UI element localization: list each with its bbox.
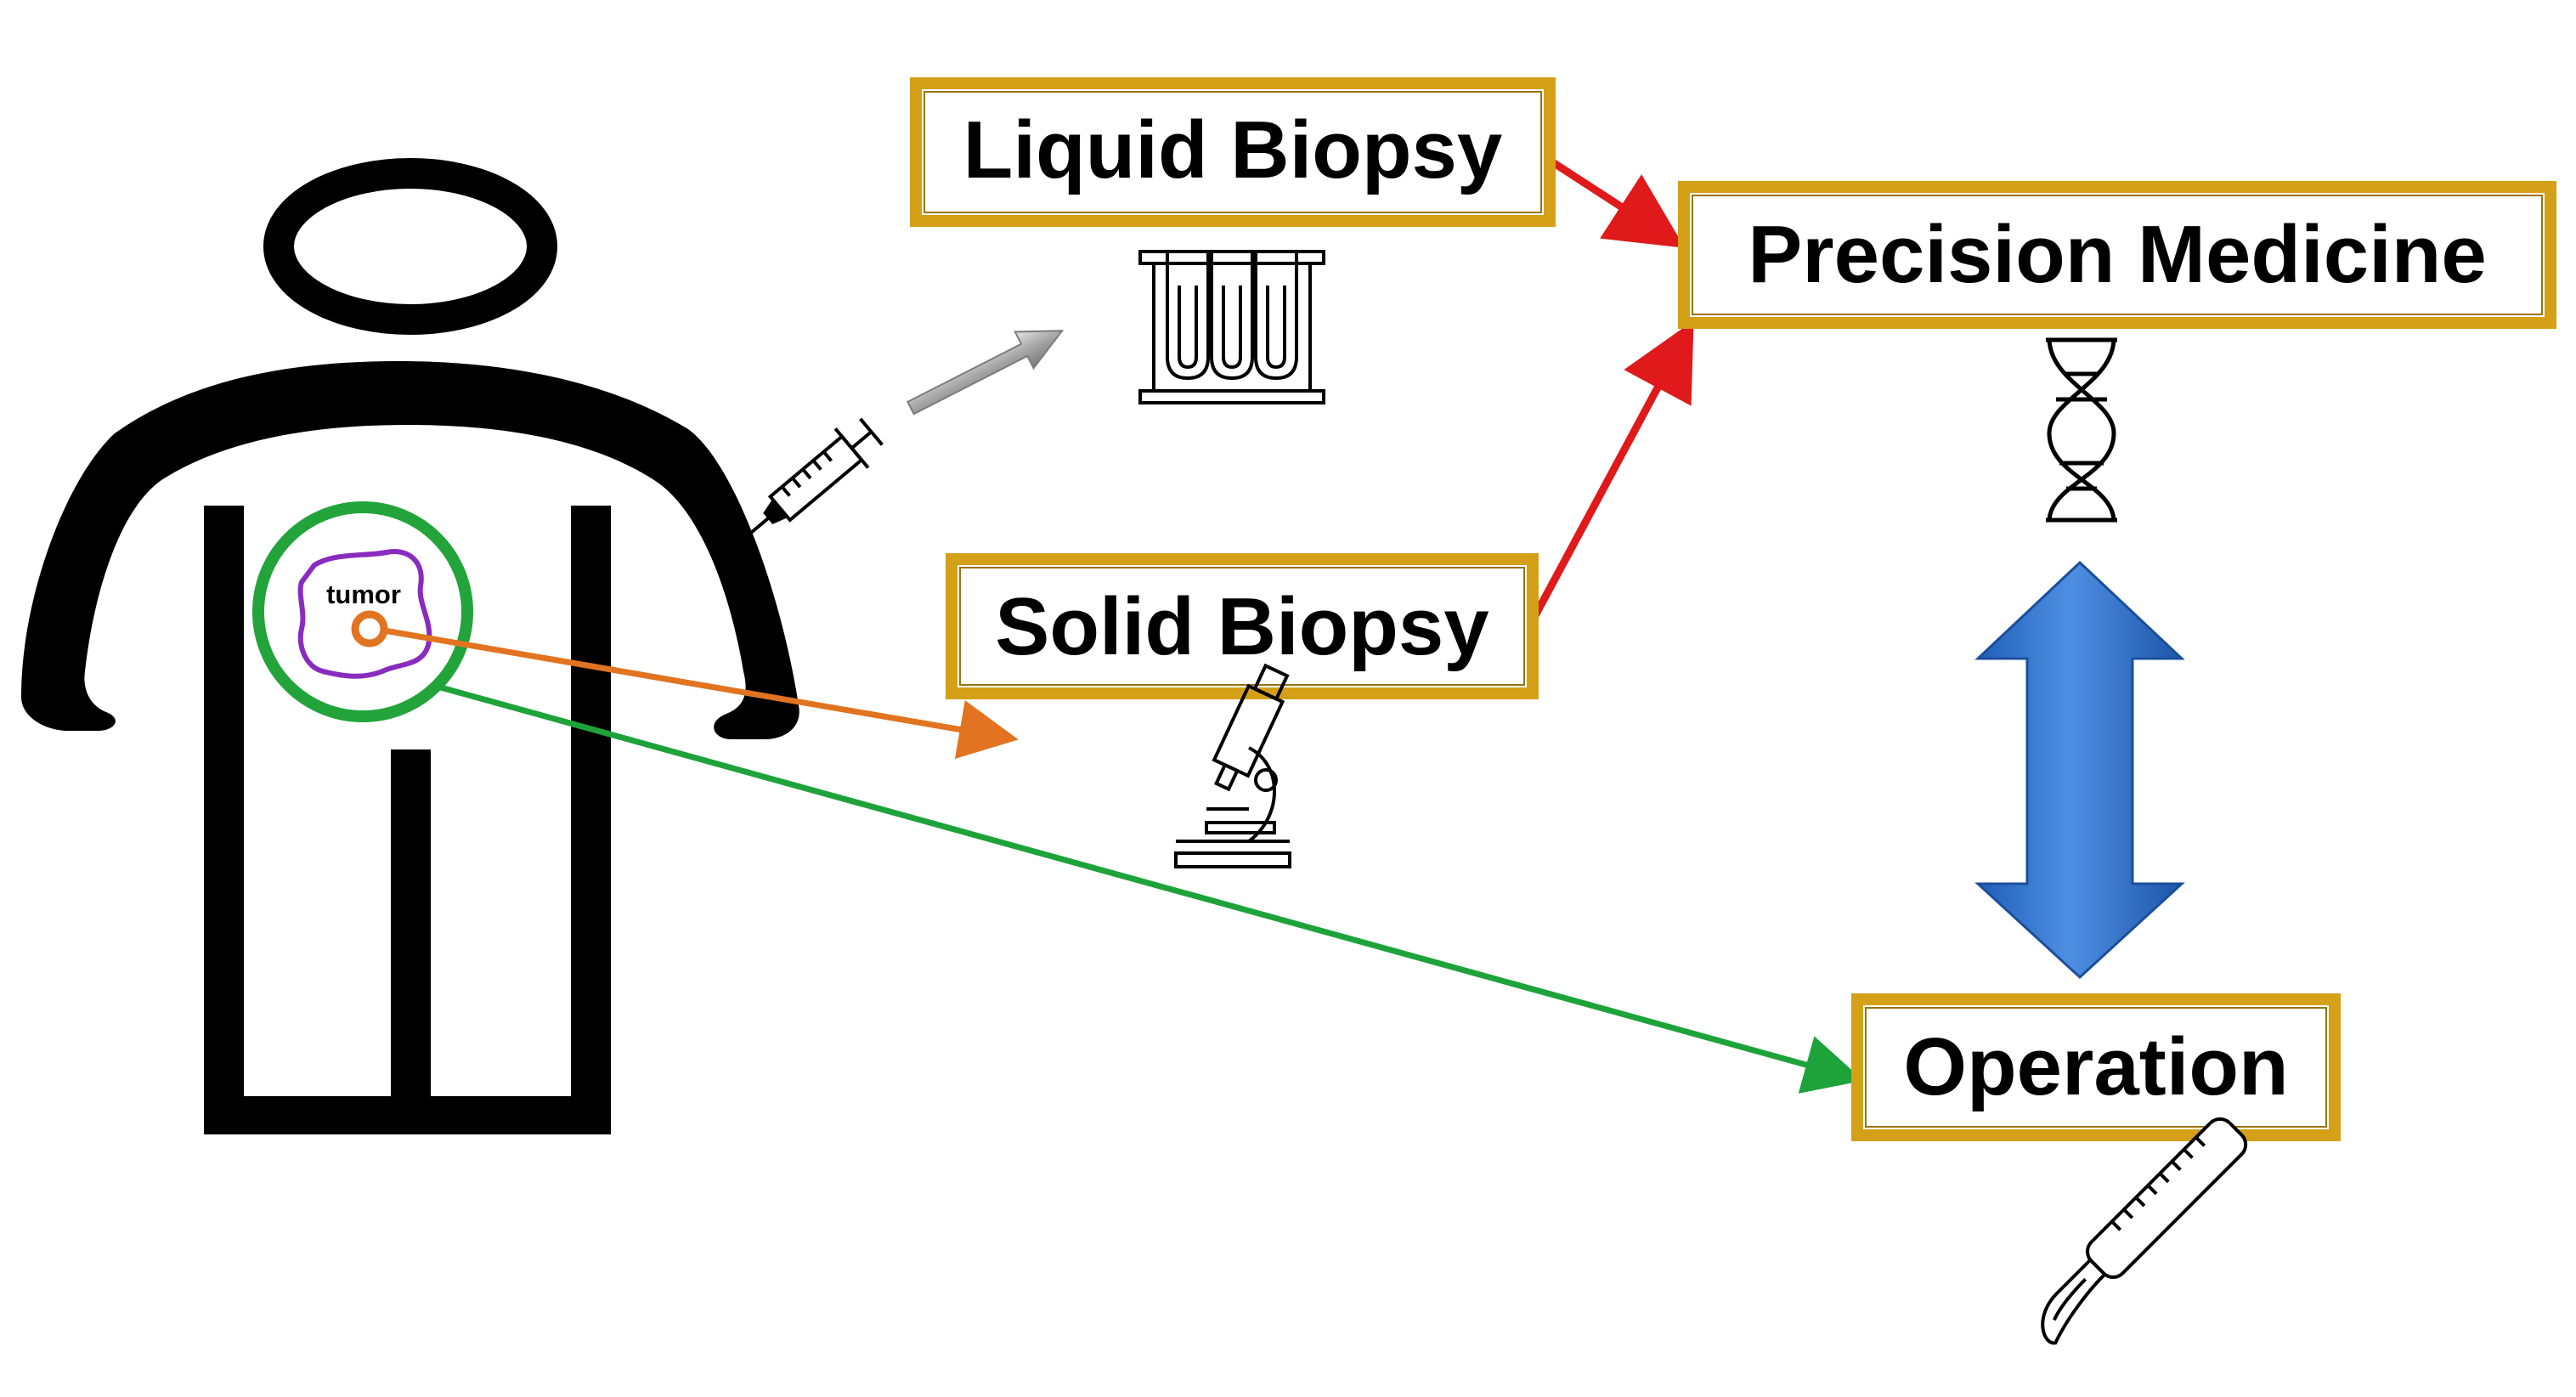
operation-label: Operation	[1903, 1021, 2288, 1112]
dna-icon	[2046, 337, 2117, 523]
arrow-tumor-to-solid-biopsy	[383, 627, 1019, 760]
solid-biopsy-label: Solid Biopsy	[995, 581, 1489, 672]
arrow-precision-operation-bidirectional	[1974, 560, 2185, 980]
precision-medicine-label: Precision Medicine	[1748, 209, 2487, 300]
arrow-liquid-to-precision	[1549, 158, 1686, 248]
liquid-biopsy-box: Liquid Biopsy	[910, 77, 1556, 227]
precision-medicine-box: Precision Medicine	[1678, 181, 2556, 329]
microscope-icon	[1174, 663, 1291, 868]
solid-biopsy-box: Solid Biopsy	[946, 553, 1539, 699]
syringe-icon	[732, 417, 884, 549]
test-tubes-icon	[1138, 250, 1325, 404]
tumor-label: tumor	[326, 580, 401, 609]
arrow-solid-to-precision	[1529, 320, 1694, 623]
scalpel-icon	[2041, 1117, 2248, 1345]
arrow-syringe-to-liquid-biopsy	[907, 330, 1065, 416]
operation-box: Operation	[1851, 993, 2341, 1141]
arrow-tumor-to-operation	[437, 683, 1864, 1094]
person-icon	[21, 158, 799, 1134]
tumor-region: tumor	[252, 501, 473, 722]
liquid-biopsy-label: Liquid Biopsy	[963, 105, 1503, 195]
